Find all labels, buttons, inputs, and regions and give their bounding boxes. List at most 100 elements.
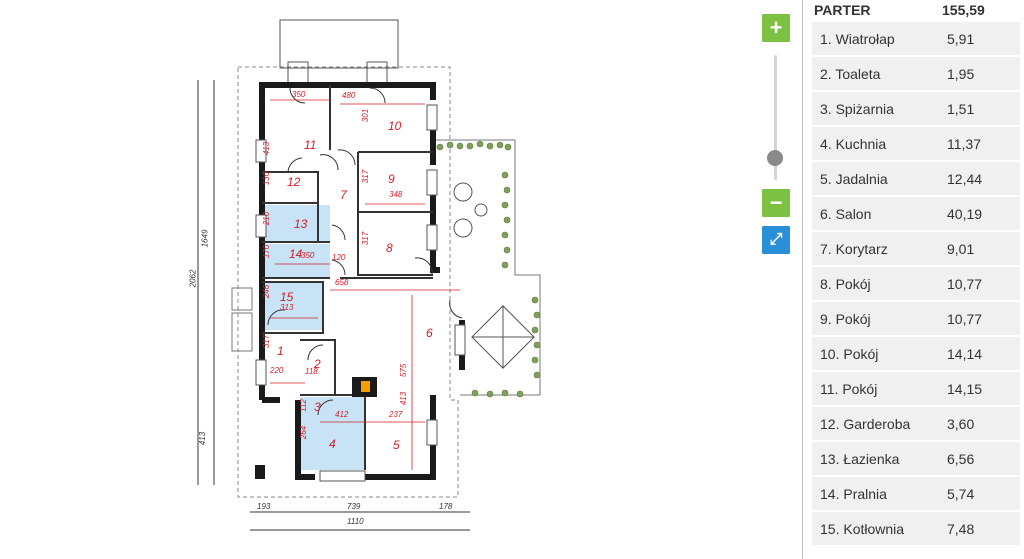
dimension-label: 313 [280,303,294,312]
room-row: 14. Pralnia 5,74 [812,477,1020,510]
room-number-label: 11 [304,138,317,152]
room-row: 3. Spiżarnia 1,51 [812,92,1020,125]
dimension-label: 412 [335,410,349,419]
room-name: 6. Salon [820,205,872,222]
room-area: 7,48 [947,520,975,537]
room-name: 8. Pokój [820,275,871,292]
room-number-label: 7 [340,188,347,202]
room-area: 3,60 [947,415,975,432]
room-number-label: 4 [329,437,336,451]
room-number-label: 6 [426,326,433,340]
room-row: 9. Pokój 10,77 [812,302,1020,335]
room-area: 9,01 [947,240,975,257]
room-row: 13. Łazienka 6,56 [812,442,1020,475]
dimension-label: 317 [262,334,272,349]
room-area: 6,56 [947,450,975,467]
dimension-label: 1110 [347,517,364,526]
dimension-label: 130 [262,171,272,186]
dimension-label: 170 [262,244,272,259]
room-area: 1,95 [947,65,975,82]
dimension-label: 575 [399,363,409,378]
room-number-label: 12 [287,175,301,189]
dimension-label: 220 [270,366,284,375]
dimension-label: 658 [335,278,349,287]
dimension-label: 246 [262,284,272,299]
room-row: 4. Kuchnia 11,37 [812,127,1020,160]
room-row: 12. Garderoba 3,60 [812,407,1020,440]
fire-icon [361,381,370,392]
room-area: 10,77 [947,310,983,327]
dimension-label: 350 [292,90,306,99]
expand-icon: ⤢ [769,231,783,248]
floor-header: PARTER 155,59 [812,0,1020,20]
floor-area: 155,59 [942,2,985,18]
room-number-label: 10 [388,119,402,133]
room-name: 9. Pokój [820,310,871,327]
room-name: 15. Kotłownia [820,520,905,537]
dimension-label: 413 [198,431,208,446]
room-name: 7. Korytarz [820,240,888,257]
room-number-label: 5 [393,438,400,452]
dimension-label: 413 [262,141,272,156]
dimension-label: 2062 [188,269,198,288]
room-area: 12,44 [947,170,983,187]
room-name: 3. Spiżarnia [820,100,894,117]
room-row: 8. Pokój 10,77 [812,267,1020,300]
zoom-out-button[interactable]: − [762,189,790,217]
room-area: 1,51 [947,100,975,117]
room-number-label: 1 [277,344,284,358]
room-row: 6. Salon 40,19 [812,197,1020,230]
dimension-label: 348 [389,190,403,199]
room-name: 12. Garderoba [820,415,911,432]
zoom-in-button[interactable]: + [762,14,790,42]
dimension-label: 264 [299,425,309,440]
floor-plan-drawing [197,19,541,531]
panel-divider [802,0,803,559]
dimension-label: 118 [305,367,318,376]
room-area: 14,15 [947,380,983,397]
room-row: 11. Pokój 14,15 [812,372,1020,405]
umbrella-icon [471,305,535,369]
room-name: 14. Pralnia [820,485,887,502]
room-name: 11. Pokój [820,380,878,397]
room-row: 10. Pokój 14,14 [812,337,1020,370]
room-name: 13. Łazienka [820,450,900,467]
dimension-label: 237 [389,410,403,419]
fullscreen-button[interactable]: ⤢ [762,226,790,254]
room-area: 40,19 [947,205,983,222]
room-area: 10,77 [947,275,983,292]
room-row: 7. Korytarz 9,01 [812,232,1020,265]
dimension-label: 120 [332,253,346,262]
room-area: 5,74 [947,485,975,502]
dimension-label: 480 [342,91,356,100]
room-area: 14,14 [947,345,983,362]
room-number-label: 3 [314,400,321,414]
room-number-label: 13 [294,217,308,231]
room-name: 1. Wiatrołap [820,30,895,47]
floor-name: PARTER [814,2,871,18]
dimension-label: 1649 [200,229,210,248]
zoom-slider-track[interactable] [774,55,777,180]
dimension-label: 317 [361,169,371,184]
dimension-label: 301 [361,108,371,123]
room-row: 5. Jadalnia 12,44 [812,162,1020,195]
room-number-label: 15 [280,290,294,304]
dimension-label: 178 [439,502,453,511]
dimension-label: 112 [298,399,308,412]
dimension-label: 317 [361,231,371,246]
room-row: 15. Kotłownia 7,48 [812,512,1020,545]
room-name: 4. Kuchnia [820,135,887,152]
zoom-slider-handle[interactable] [767,150,783,166]
room-area: 11,37 [947,135,981,152]
dimension-label: 193 [257,502,271,511]
dimension-label: 739 [347,502,361,511]
room-number-label: 8 [386,241,393,255]
dimension-label: 210 [262,211,272,226]
room-name: 5. Jadalnia [820,170,888,187]
room-name: 10. Pokój [820,345,879,362]
